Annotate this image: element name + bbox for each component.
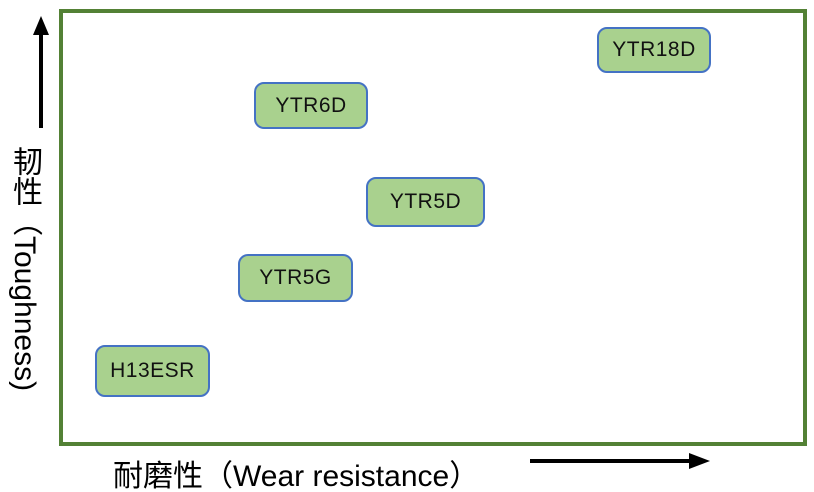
x-axis-arrow-icon — [530, 453, 710, 469]
y-axis-arrow-icon — [33, 16, 49, 128]
material-box-ytr18d: YTR18D — [597, 27, 711, 73]
x-axis-label: 耐磨性（Wear resistance） — [113, 460, 480, 492]
material-box-ytr6d: YTR6D — [254, 82, 368, 129]
material-box-ytr5d: YTR5D — [366, 177, 485, 227]
y-axis-label: 韧性（Toughness) — [8, 146, 41, 392]
material-box-h13esr: H13ESR — [95, 345, 210, 397]
material-box-ytr5g: YTR5G — [238, 254, 353, 302]
